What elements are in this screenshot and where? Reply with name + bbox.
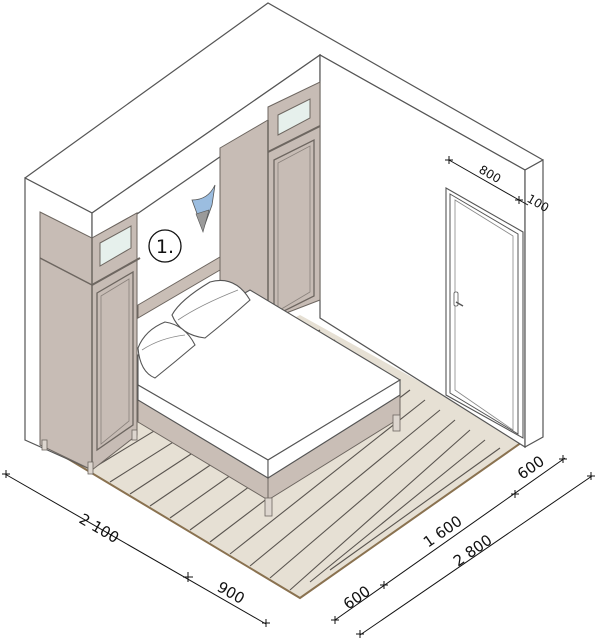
tick-mark-icon [511,490,519,498]
wardrobe-left [39,211,141,475]
marker-label: 1. [156,236,174,258]
dim-left-total: 2 100 [76,510,122,547]
dim-right-total: 2 800 [450,531,496,570]
door [445,187,524,439]
tick-mark-icon [587,472,595,480]
tick-mark-icon [183,572,193,582]
tick-mark-icon [331,616,339,624]
door-handle-icon [453,291,464,307]
tick-mark-icon [262,619,270,627]
marker-1: 1. [148,229,182,263]
wall-lamp-icon [191,184,216,233]
tick-mark-icon [445,156,453,164]
wardrobe-right [219,81,321,322]
dim-right-left-segment: 600 [340,582,374,613]
tick-mark-icon [356,630,364,638]
dimensions [2,156,595,638]
tick-mark-icon [559,455,567,463]
dim-right-mid-segment: 1 600 [420,512,466,551]
bed [137,256,402,517]
tick-mark-icon [380,581,388,589]
dim-right-right-segment: 600 [514,452,548,483]
tick-mark-icon [2,470,10,478]
